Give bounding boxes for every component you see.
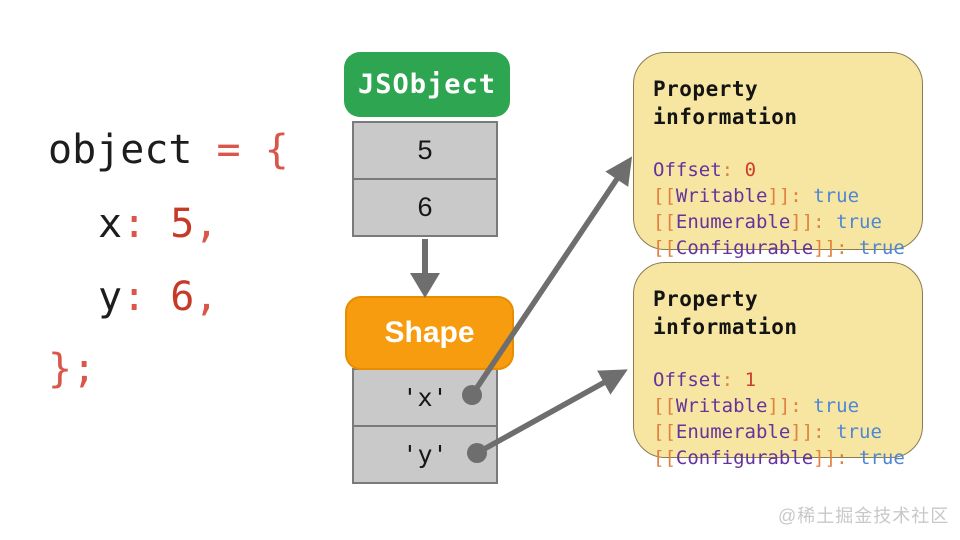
colon: : (721, 159, 734, 181)
code-x-key: x (98, 201, 123, 247)
open-brackets: [[ (653, 211, 676, 233)
jsobject-slot-0-value: 5 (417, 135, 433, 165)
property-info-box-0: Property information Offset:0 [[Writable… (633, 52, 923, 259)
property-info-lines: Offset:0 [[Writable]]:true [[Enumerable]… (653, 157, 905, 261)
attr-line-enumerable: [[Enumerable]]: true (653, 419, 904, 445)
close-brackets: ]] (790, 211, 814, 233)
code-y-value: 6 (170, 274, 195, 320)
shape-key-x-cell: 'x' (352, 368, 498, 427)
attr-line-configurable: [[Configurable]]: true (653, 445, 905, 471)
attr-value: true (836, 211, 882, 233)
colon: : (836, 237, 848, 259)
jsobject-header: JSObject (344, 52, 510, 117)
colon: : (721, 369, 734, 391)
close-brackets: ]] (767, 395, 791, 417)
shape-key-x: 'x' (402, 383, 448, 412)
code-line-close: }; (48, 345, 96, 393)
code-y-colon: : (122, 274, 147, 320)
attr-value: true (813, 185, 860, 207)
code-x-value: 5 (170, 201, 195, 247)
property-info-box-1: Property information Offset:1 [[Writable… (633, 262, 923, 469)
code-line-y: y:6, (98, 273, 218, 321)
property-info-title: Property information (653, 77, 798, 129)
property-info-lines: Offset:1 [[Writable]]:true [[Enumerable]… (653, 367, 905, 471)
offset-label: Offset (653, 369, 722, 391)
code-assign-operator: = (216, 127, 241, 173)
close-brackets: ]] (813, 237, 837, 259)
attr-name: Enumerable (675, 211, 791, 233)
code-close-brace: }; (48, 346, 97, 392)
shape-title: Shape (384, 316, 475, 349)
offset-value: 0 (744, 159, 757, 181)
attr-value: true (859, 447, 905, 469)
offset-line: Offset:1 (653, 367, 904, 393)
code-y-key: y (98, 274, 123, 320)
open-brackets: [[ (653, 237, 676, 259)
code-line-object: object = { (48, 126, 289, 174)
open-brackets: [[ (653, 185, 676, 207)
jsobject-slot-1: 6 (352, 178, 498, 237)
attr-line-writable: [[Writable]]: true (653, 393, 904, 419)
attr-line-configurable: [[Configurable]]: true (653, 235, 905, 261)
attr-value: true (813, 395, 860, 417)
attr-name: Enumerable (675, 421, 791, 443)
code-open-brace: { (264, 127, 289, 173)
shape-key-y: 'y' (402, 440, 448, 469)
offset-label: Offset (653, 159, 722, 181)
close-brackets: ]] (813, 447, 837, 469)
arrow-jsobject-to-shape (410, 239, 440, 298)
attr-line-writable: [[Writable]]: true (653, 183, 904, 209)
close-brackets: ]] (767, 185, 791, 207)
code-y-comma: , (194, 274, 219, 320)
offset-value: 1 (744, 369, 757, 391)
shape-header: Shape (345, 296, 514, 370)
property-info-title: Property information (653, 287, 798, 339)
attr-value: true (836, 421, 882, 443)
code-object-name: object (48, 127, 193, 173)
watermark: @稀土掘金技术社区 (778, 506, 950, 526)
jsobject-slot-0: 5 (352, 121, 498, 180)
jsobject-slot-1-value: 6 (417, 192, 433, 222)
colon: : (790, 185, 802, 207)
jsobject-title: JSObject (357, 69, 497, 100)
offset-line: Offset:0 (653, 157, 904, 183)
colon: : (790, 395, 802, 417)
open-brackets: [[ (653, 395, 676, 417)
code-x-comma: , (194, 201, 219, 247)
attr-name: Writable (675, 395, 768, 417)
open-brackets: [[ (653, 421, 676, 443)
shape-key-y-cell: 'y' (352, 425, 498, 484)
attr-line-enumerable: [[Enumerable]]: true (653, 209, 904, 235)
colon: : (813, 421, 825, 443)
close-brackets: ]] (790, 421, 814, 443)
open-brackets: [[ (653, 447, 676, 469)
colon: : (813, 211, 825, 233)
attr-name: Configurable (675, 237, 814, 259)
code-x-colon: : (122, 201, 147, 247)
attr-value: true (859, 237, 905, 259)
attr-name: Writable (675, 185, 768, 207)
colon: : (836, 447, 848, 469)
code-line-x: x:5, (98, 200, 218, 248)
attr-name: Configurable (675, 447, 814, 469)
